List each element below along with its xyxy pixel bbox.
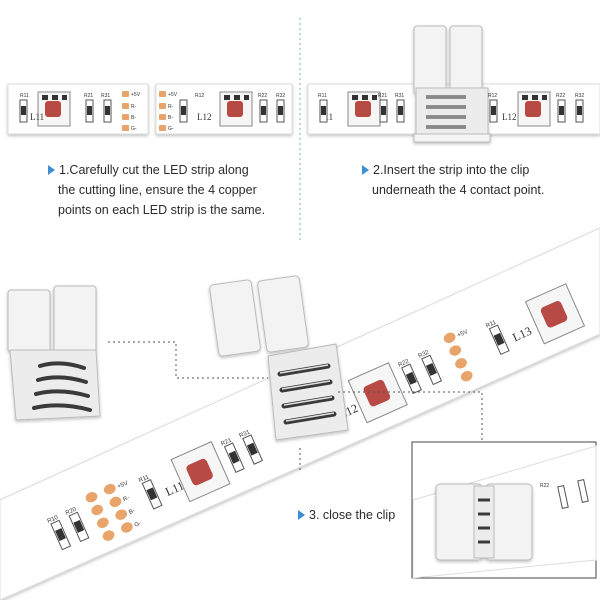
- svg-text:+5V: +5V: [131, 92, 141, 98]
- svg-text:R31: R31: [395, 93, 404, 99]
- svg-text:R-: R-: [168, 104, 174, 110]
- step-1-line-1: 1.Carefully cut the LED strip along: [59, 163, 249, 177]
- step-2-line-2: underneath the 4 contact point.: [372, 183, 545, 197]
- copper-pads-left: [122, 91, 129, 131]
- svg-text:B-: B-: [128, 508, 136, 516]
- step-3-line-1: 3. close the clip: [309, 508, 396, 522]
- svg-text:R22: R22: [397, 358, 410, 368]
- svg-text:R-: R-: [131, 104, 137, 110]
- step-2-line-1: 2.Insert the strip into the clip: [373, 163, 530, 177]
- svg-text:R32: R32: [418, 349, 431, 359]
- step-1-line-2: the cutting line, ensure the 4 copper: [58, 183, 257, 197]
- svg-text:R11: R11: [485, 320, 498, 330]
- svg-text:R20: R20: [65, 506, 78, 516]
- svg-text:R11: R11: [318, 93, 327, 99]
- connector-clip-top: [413, 25, 491, 143]
- clip-pins-middle: [277, 363, 337, 425]
- svg-text:R21: R21: [84, 93, 93, 99]
- loose-connector-clip: [7, 285, 101, 421]
- svg-text:G-: G-: [134, 521, 143, 529]
- svg-text:R32: R32: [276, 93, 285, 99]
- step-2-caption: 2.Insert the strip into the clip underne…: [362, 160, 582, 200]
- step-1-caption: 1.Carefully cut the LED strip along the …: [48, 160, 288, 220]
- svg-text:L12: L12: [502, 112, 517, 122]
- callout-lines: [108, 341, 483, 470]
- svg-text:R22: R22: [258, 93, 267, 99]
- svg-text:R-: R-: [122, 495, 130, 503]
- svg-text:R31: R31: [238, 429, 251, 439]
- svg-text:R11: R11: [138, 474, 151, 484]
- svg-text:R22: R22: [556, 93, 565, 99]
- inset-closed-clip: [435, 483, 533, 561]
- svg-text:R12: R12: [195, 93, 204, 99]
- svg-text:R11: R11: [20, 93, 29, 99]
- bullet-triangle-icon: [362, 165, 369, 175]
- led-label: L11: [30, 112, 44, 122]
- svg-text:B-: B-: [131, 115, 136, 121]
- copper-pads-right: [159, 91, 166, 131]
- bullet-triangle-icon: [48, 165, 55, 175]
- step-1-line-3: points on each LED strip is the same.: [58, 203, 266, 217]
- loose-clip-pins: [32, 361, 92, 412]
- svg-text:G-: G-: [131, 126, 137, 132]
- svg-text:B-: B-: [168, 115, 173, 121]
- svg-text:R12: R12: [488, 93, 497, 99]
- svg-text:+5V: +5V: [168, 92, 178, 98]
- svg-text:R21: R21: [378, 93, 387, 99]
- svg-text:R31: R31: [101, 93, 110, 99]
- bullet-triangle-icon: [298, 510, 305, 520]
- svg-text:G-: G-: [168, 126, 174, 132]
- svg-text:+5V: +5V: [117, 480, 129, 490]
- svg-text:R10: R10: [47, 515, 60, 525]
- svg-text:+5V: +5V: [457, 329, 469, 339]
- svg-text:R32: R32: [575, 93, 584, 99]
- step-3-caption: 3. close the clip: [298, 505, 418, 525]
- svg-text:L12: L12: [197, 112, 212, 122]
- svg-text:R22: R22: [540, 483, 549, 489]
- svg-text:R21: R21: [220, 437, 233, 447]
